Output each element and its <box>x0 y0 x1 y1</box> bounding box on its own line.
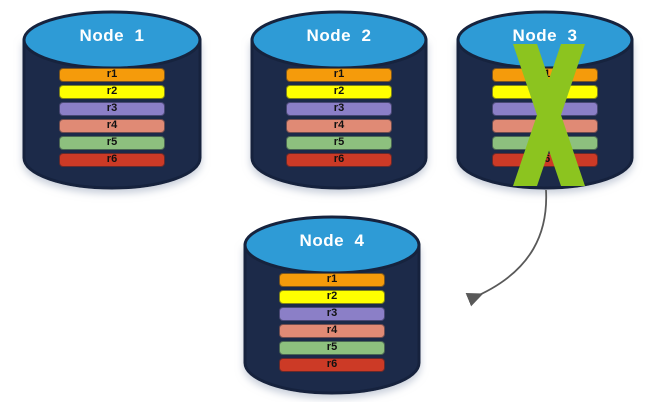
row-label: r3 <box>539 102 551 114</box>
row-bar: r4 <box>286 119 392 133</box>
row-bar: r2 <box>279 290 385 304</box>
row-bar: r3 <box>59 102 165 116</box>
row-label: r4 <box>333 119 345 131</box>
row-bar: r3 <box>492 102 598 116</box>
row-label: r2 <box>106 85 118 97</box>
row-bar: r4 <box>492 119 598 133</box>
row-bar: r6 <box>279 358 385 372</box>
row-label: r6 <box>333 153 345 165</box>
row-bar: r2 <box>492 85 598 99</box>
row-label: r1 <box>539 68 551 80</box>
row-label: r5 <box>333 136 345 148</box>
row-label: r4 <box>106 119 118 131</box>
row-bar: r3 <box>279 307 385 321</box>
row-label: r1 <box>333 68 345 80</box>
row-label: r2 <box>539 85 551 97</box>
row-bar: r1 <box>279 273 385 287</box>
row-label: r6 <box>106 153 118 165</box>
row-bar: r4 <box>279 324 385 338</box>
row-label: r4 <box>326 324 338 336</box>
row-label: r2 <box>333 85 345 97</box>
row-bar: r1 <box>286 68 392 82</box>
row-label: r6 <box>326 358 338 370</box>
row-bar: r1 <box>59 68 165 82</box>
row-label: r5 <box>106 136 118 148</box>
row-label: r1 <box>326 273 338 285</box>
row-label: r3 <box>106 102 118 114</box>
row-bar: r5 <box>492 136 598 150</box>
row-bar: r6 <box>59 153 165 167</box>
row-bar: r2 <box>59 85 165 99</box>
row-bar: r4 <box>59 119 165 133</box>
row-bar: r6 <box>492 153 598 167</box>
row-label: r5 <box>326 341 338 353</box>
row-bar: r1 <box>492 68 598 82</box>
row-label: r5 <box>539 136 551 148</box>
row-bar: r5 <box>279 341 385 355</box>
row-label: r1 <box>106 68 118 80</box>
node-1-rows: r1 r2 r3 r4 r5 r6 <box>22 68 202 167</box>
row-bar: r6 <box>286 153 392 167</box>
row-bar: r5 <box>286 136 392 150</box>
row-label: r2 <box>326 290 338 302</box>
row-label: r6 <box>539 153 551 165</box>
node-2-rows: r1 r2 r3 r4 r5 r6 <box>250 68 428 167</box>
row-label: r3 <box>326 307 338 319</box>
row-bar: r5 <box>59 136 165 150</box>
node-4-rows: r1 r2 r3 r4 r5 r6 <box>243 273 421 372</box>
row-bar: r2 <box>286 85 392 99</box>
row-bar: r3 <box>286 102 392 116</box>
node-3-rows: r1 r2 r3 r4 r5 r6 <box>456 68 634 167</box>
row-label: r4 <box>539 119 551 131</box>
row-label: r3 <box>333 102 345 114</box>
